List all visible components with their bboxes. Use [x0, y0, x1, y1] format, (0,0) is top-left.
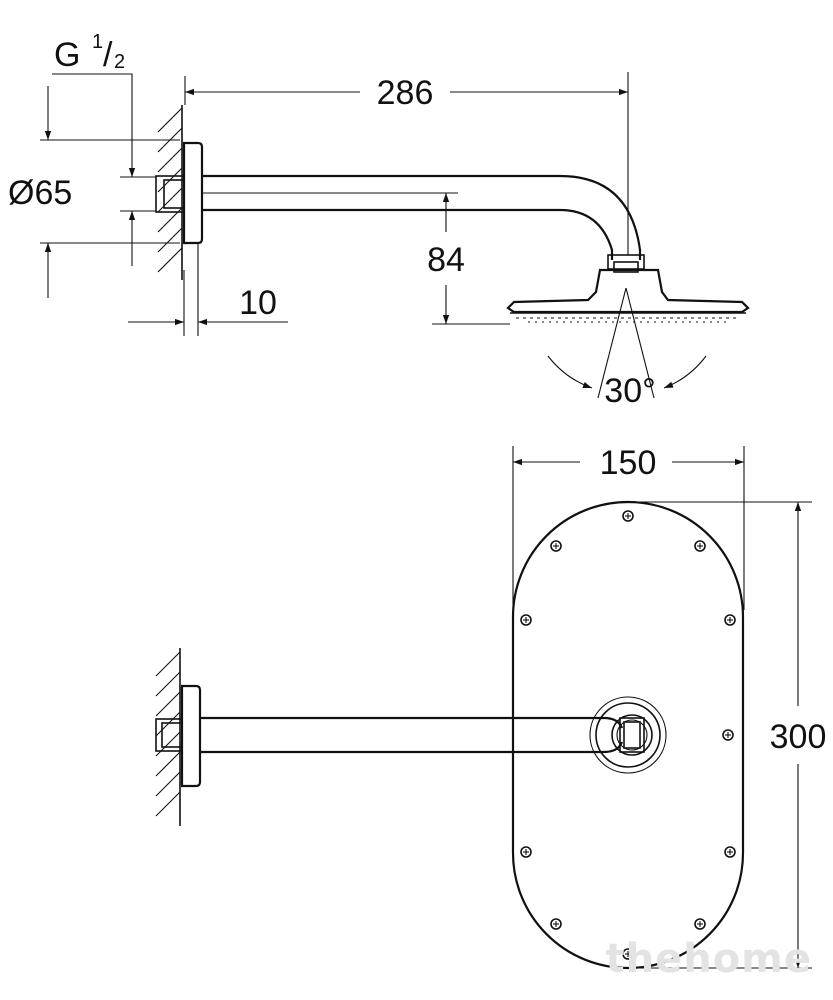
watermark: thehome [606, 936, 813, 982]
shower-head-top [511, 500, 745, 970]
thread-slash: / [103, 36, 113, 74]
thread-numerator: 1 [92, 31, 103, 53]
thread-g-label: G [54, 36, 80, 74]
flange-diameter-label: Ø65 [8, 174, 72, 212]
drop-height-label: 84 [427, 241, 465, 279]
side-view: 286 84 Ø65 G 1 / 2 [8, 31, 750, 410]
shower-arm-side [202, 174, 645, 273]
wall-hatch-side [157, 105, 183, 280]
dimension-wall-gap: 10 [128, 243, 288, 336]
tilt-angle-label: 30° [604, 372, 655, 410]
shower-head-side [506, 268, 750, 323]
wall-gap-label: 10 [239, 284, 277, 322]
nozzle-screws [520, 510, 736, 960]
head-width-label: 150 [600, 444, 657, 482]
dimension-thread: G 1 / 2 [52, 31, 156, 266]
wall-fitting-top [155, 718, 183, 752]
flange-top [180, 684, 202, 788]
dimension-arm-length: 286 [184, 72, 629, 255]
center-hub [589, 696, 667, 774]
top-view: 150 300 [155, 444, 827, 970]
shower-arm-top [200, 716, 645, 754]
dimension-flange-diameter: Ø65 [8, 86, 180, 298]
dimension-drop-height: 84 [202, 192, 510, 325]
arm-length-label: 286 [377, 74, 434, 112]
wall-fitting-side [155, 175, 185, 213]
flange-side [182, 141, 204, 245]
thread-denominator: 2 [114, 51, 125, 73]
tilt-angle-lines [547, 287, 707, 399]
dimension-head-width: 150 [512, 444, 745, 610]
dimension-head-length: 300 [628, 501, 827, 969]
head-length-label: 300 [770, 718, 827, 756]
wall-hatch-top [155, 648, 181, 826]
